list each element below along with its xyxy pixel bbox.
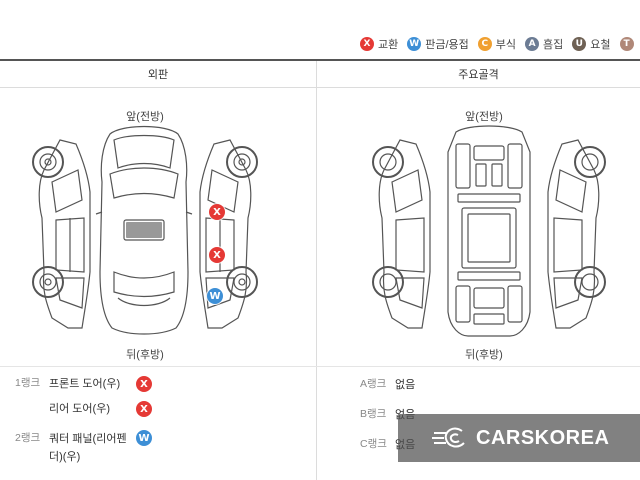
legend-item-welding: W 판금/용접 <box>407 36 469 52</box>
frame-rank-row: A랭크 없음 <box>360 376 415 394</box>
exterior-rank-row: 2랭크 쿼터 패널(리어펜더)(우) <box>15 430 137 466</box>
legend-item-scratch: A 흠집 <box>525 36 563 52</box>
rank-label: B랭크 <box>360 408 387 420</box>
legend-item-dent: U 요철 <box>572 36 611 52</box>
left-side-view <box>32 139 91 329</box>
watermark-text: CARSKOREA <box>476 426 610 449</box>
rank-label: C랭크 <box>360 438 387 450</box>
carskorea-logo-icon <box>432 427 465 448</box>
welding-icon: W <box>407 37 422 51</box>
exchange-icon: X <box>136 401 152 417</box>
frame-car-diagram <box>372 125 606 337</box>
legend-item-damage: T <box>619 37 634 51</box>
legend-label: 흠집 <box>543 39 564 51</box>
right-side-view <box>199 139 258 329</box>
rank-value: 없음 <box>395 379 416 391</box>
rear-direction-label-frame: 뒤(후방) <box>465 349 503 361</box>
quarter-panel-right-marker[interactable]: W <box>207 288 223 304</box>
welding-icon: W <box>136 430 152 446</box>
scratch-icon: A <box>525 37 540 51</box>
frame-left-side-view <box>372 139 431 329</box>
exterior-car-diagram <box>32 125 258 335</box>
carskorea-watermark: CARSKOREA <box>398 414 640 462</box>
front-direction-label-frame: 앞(전방) <box>465 111 503 123</box>
legend-label: 부식 <box>495 39 517 51</box>
legend-label: 교환 <box>378 39 399 51</box>
column-header-exterior: 외판 <box>0 61 316 88</box>
exterior-rank-row: 1랭크 프론트 도어(우) <box>15 375 120 393</box>
part-name: 쿼터 패널(리어펜더)(우) <box>49 433 127 463</box>
section-divider <box>0 366 640 367</box>
rear-direction-label: 뒤(후방) <box>126 349 164 361</box>
front-direction-label: 앞(전방) <box>126 111 164 123</box>
exterior-rank-row: 리어 도어(우) <box>15 400 110 418</box>
corrosion-icon: C <box>477 37 492 51</box>
column-header-frame: 주요골격 <box>317 61 640 88</box>
front-door-right-marker[interactable]: X <box>209 204 225 220</box>
frame-structure <box>447 125 531 337</box>
legend-label: 요철 <box>590 39 611 51</box>
frame-right-side-view <box>547 139 606 329</box>
exchange-icon: X <box>136 376 152 392</box>
column-divider <box>316 61 317 480</box>
damage-icon: T <box>619 37 634 51</box>
legend-item-corrosion: C 부식 <box>477 36 517 52</box>
damage-legend: X 교환 W 판금/용접 C 부식 A 흠집 U 요철 T <box>360 35 640 53</box>
legend-item-exchange: X 교환 <box>360 36 398 52</box>
dent-icon: U <box>572 37 587 51</box>
part-name: 리어 도어(우) <box>49 403 110 415</box>
table-top-border <box>0 59 640 61</box>
part-name: 프론트 도어(우) <box>49 378 121 390</box>
top-view <box>95 125 193 335</box>
rank-label: 2랭크 <box>15 432 41 444</box>
rank-label: A랭크 <box>360 378 387 390</box>
legend-label: 판금/용접 <box>425 39 469 51</box>
exchange-icon: X <box>360 37 374 51</box>
rank-label: 1랭크 <box>15 377 41 389</box>
rear-door-right-marker[interactable]: X <box>209 247 225 263</box>
